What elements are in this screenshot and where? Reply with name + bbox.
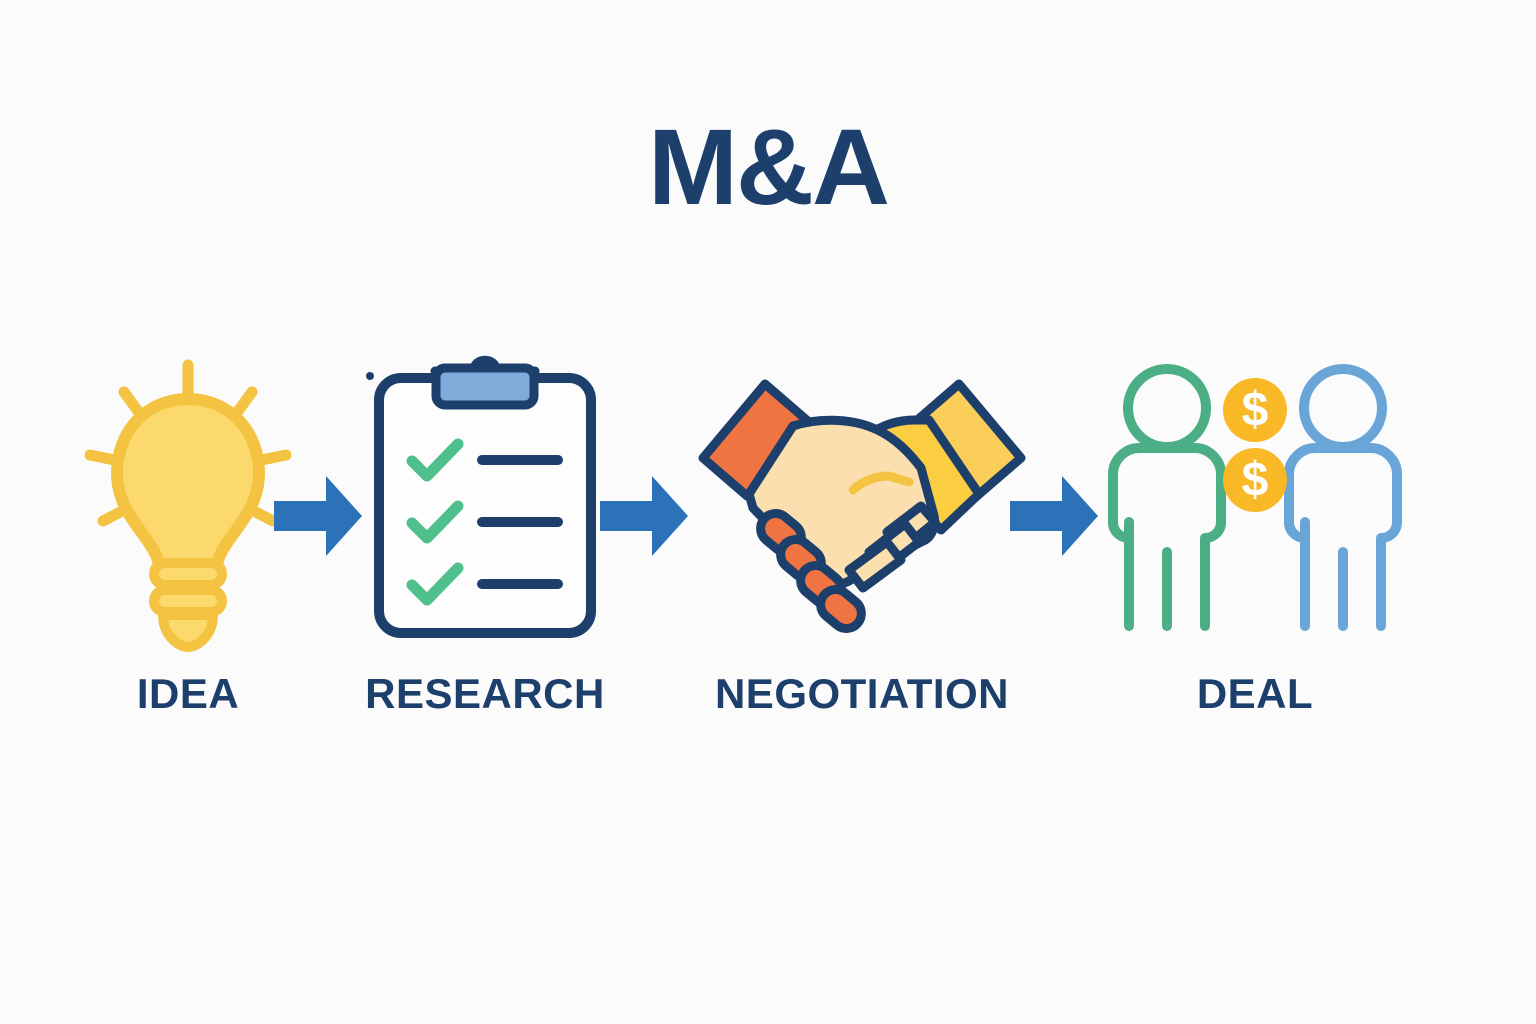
person-green xyxy=(1108,364,1226,631)
step-label-negotiation: NEGOTIATION xyxy=(714,670,1010,717)
handshake-knuckles-group xyxy=(756,509,866,633)
arrow-right-shape xyxy=(1010,476,1098,556)
lightbulb-icon xyxy=(38,352,338,652)
clipboard-checkmarks-group xyxy=(406,438,464,606)
clipboard-board xyxy=(374,373,596,638)
person-blue-head xyxy=(1299,364,1387,452)
arrow-right-icon xyxy=(598,468,690,564)
lightbulb-band-lower xyxy=(149,585,227,617)
arrow-right-icon-svg xyxy=(600,476,688,556)
handshake-icon xyxy=(662,352,1062,642)
arrow-right-shape xyxy=(600,476,688,556)
clipboard-lines-group xyxy=(477,455,563,589)
lightbulb-band-upper xyxy=(149,558,227,590)
step-label-deal: DEAL xyxy=(1196,670,1314,717)
two-people-with-money-icon: $ $ xyxy=(1095,352,1415,642)
deal-icon-svg: $ $ xyxy=(1108,364,1402,631)
lightbulb-icon-svg xyxy=(84,359,292,652)
step-label-research: RESEARCH xyxy=(365,670,605,717)
knuckle-4 xyxy=(816,585,866,633)
lightbulb-glass xyxy=(111,393,265,575)
person-blue-arm-left xyxy=(1284,517,1310,543)
coin-top xyxy=(1223,378,1287,442)
step-deal[interactable]: $ $ DEAL xyxy=(1095,352,1415,717)
lightbulb-base-tip xyxy=(158,610,218,652)
arrow-right-icon-svg xyxy=(1010,476,1098,556)
arrow-right-icon xyxy=(272,468,364,564)
check-item-1 xyxy=(406,438,464,482)
clipboard-checklist-icon xyxy=(335,352,635,642)
person-blue xyxy=(1284,364,1402,631)
check-item-3 xyxy=(406,562,464,606)
handshake-thumb-highlight xyxy=(848,471,914,495)
person-green-arm-left xyxy=(1108,517,1134,543)
check-item-2 xyxy=(406,500,464,544)
step-label-idea: IDEA xyxy=(136,670,240,717)
arrow-right-icon xyxy=(1008,468,1100,564)
handshake-fingers-group xyxy=(844,501,940,593)
clipboard-icon-svg xyxy=(366,355,596,638)
coin-bottom-symbol: $ xyxy=(1242,454,1269,507)
arrow-right-icon-svg xyxy=(274,476,362,556)
step-idea[interactable]: IDEA xyxy=(38,352,338,717)
clipboard-clip-body xyxy=(431,363,539,410)
step-negotiation[interactable]: NEGOTIATION xyxy=(662,352,1062,717)
money-coins-group: $ $ xyxy=(1223,378,1287,512)
coin-top-symbol: $ xyxy=(1242,384,1269,437)
finger-3 xyxy=(844,537,906,593)
handshake-icon-svg xyxy=(698,379,1026,633)
coin-bottom xyxy=(1223,448,1287,512)
page-title: M&A xyxy=(648,106,890,227)
step-research[interactable]: RESEARCH xyxy=(335,352,635,717)
arrow-right-shape xyxy=(274,476,362,556)
person-green-head xyxy=(1123,364,1211,452)
